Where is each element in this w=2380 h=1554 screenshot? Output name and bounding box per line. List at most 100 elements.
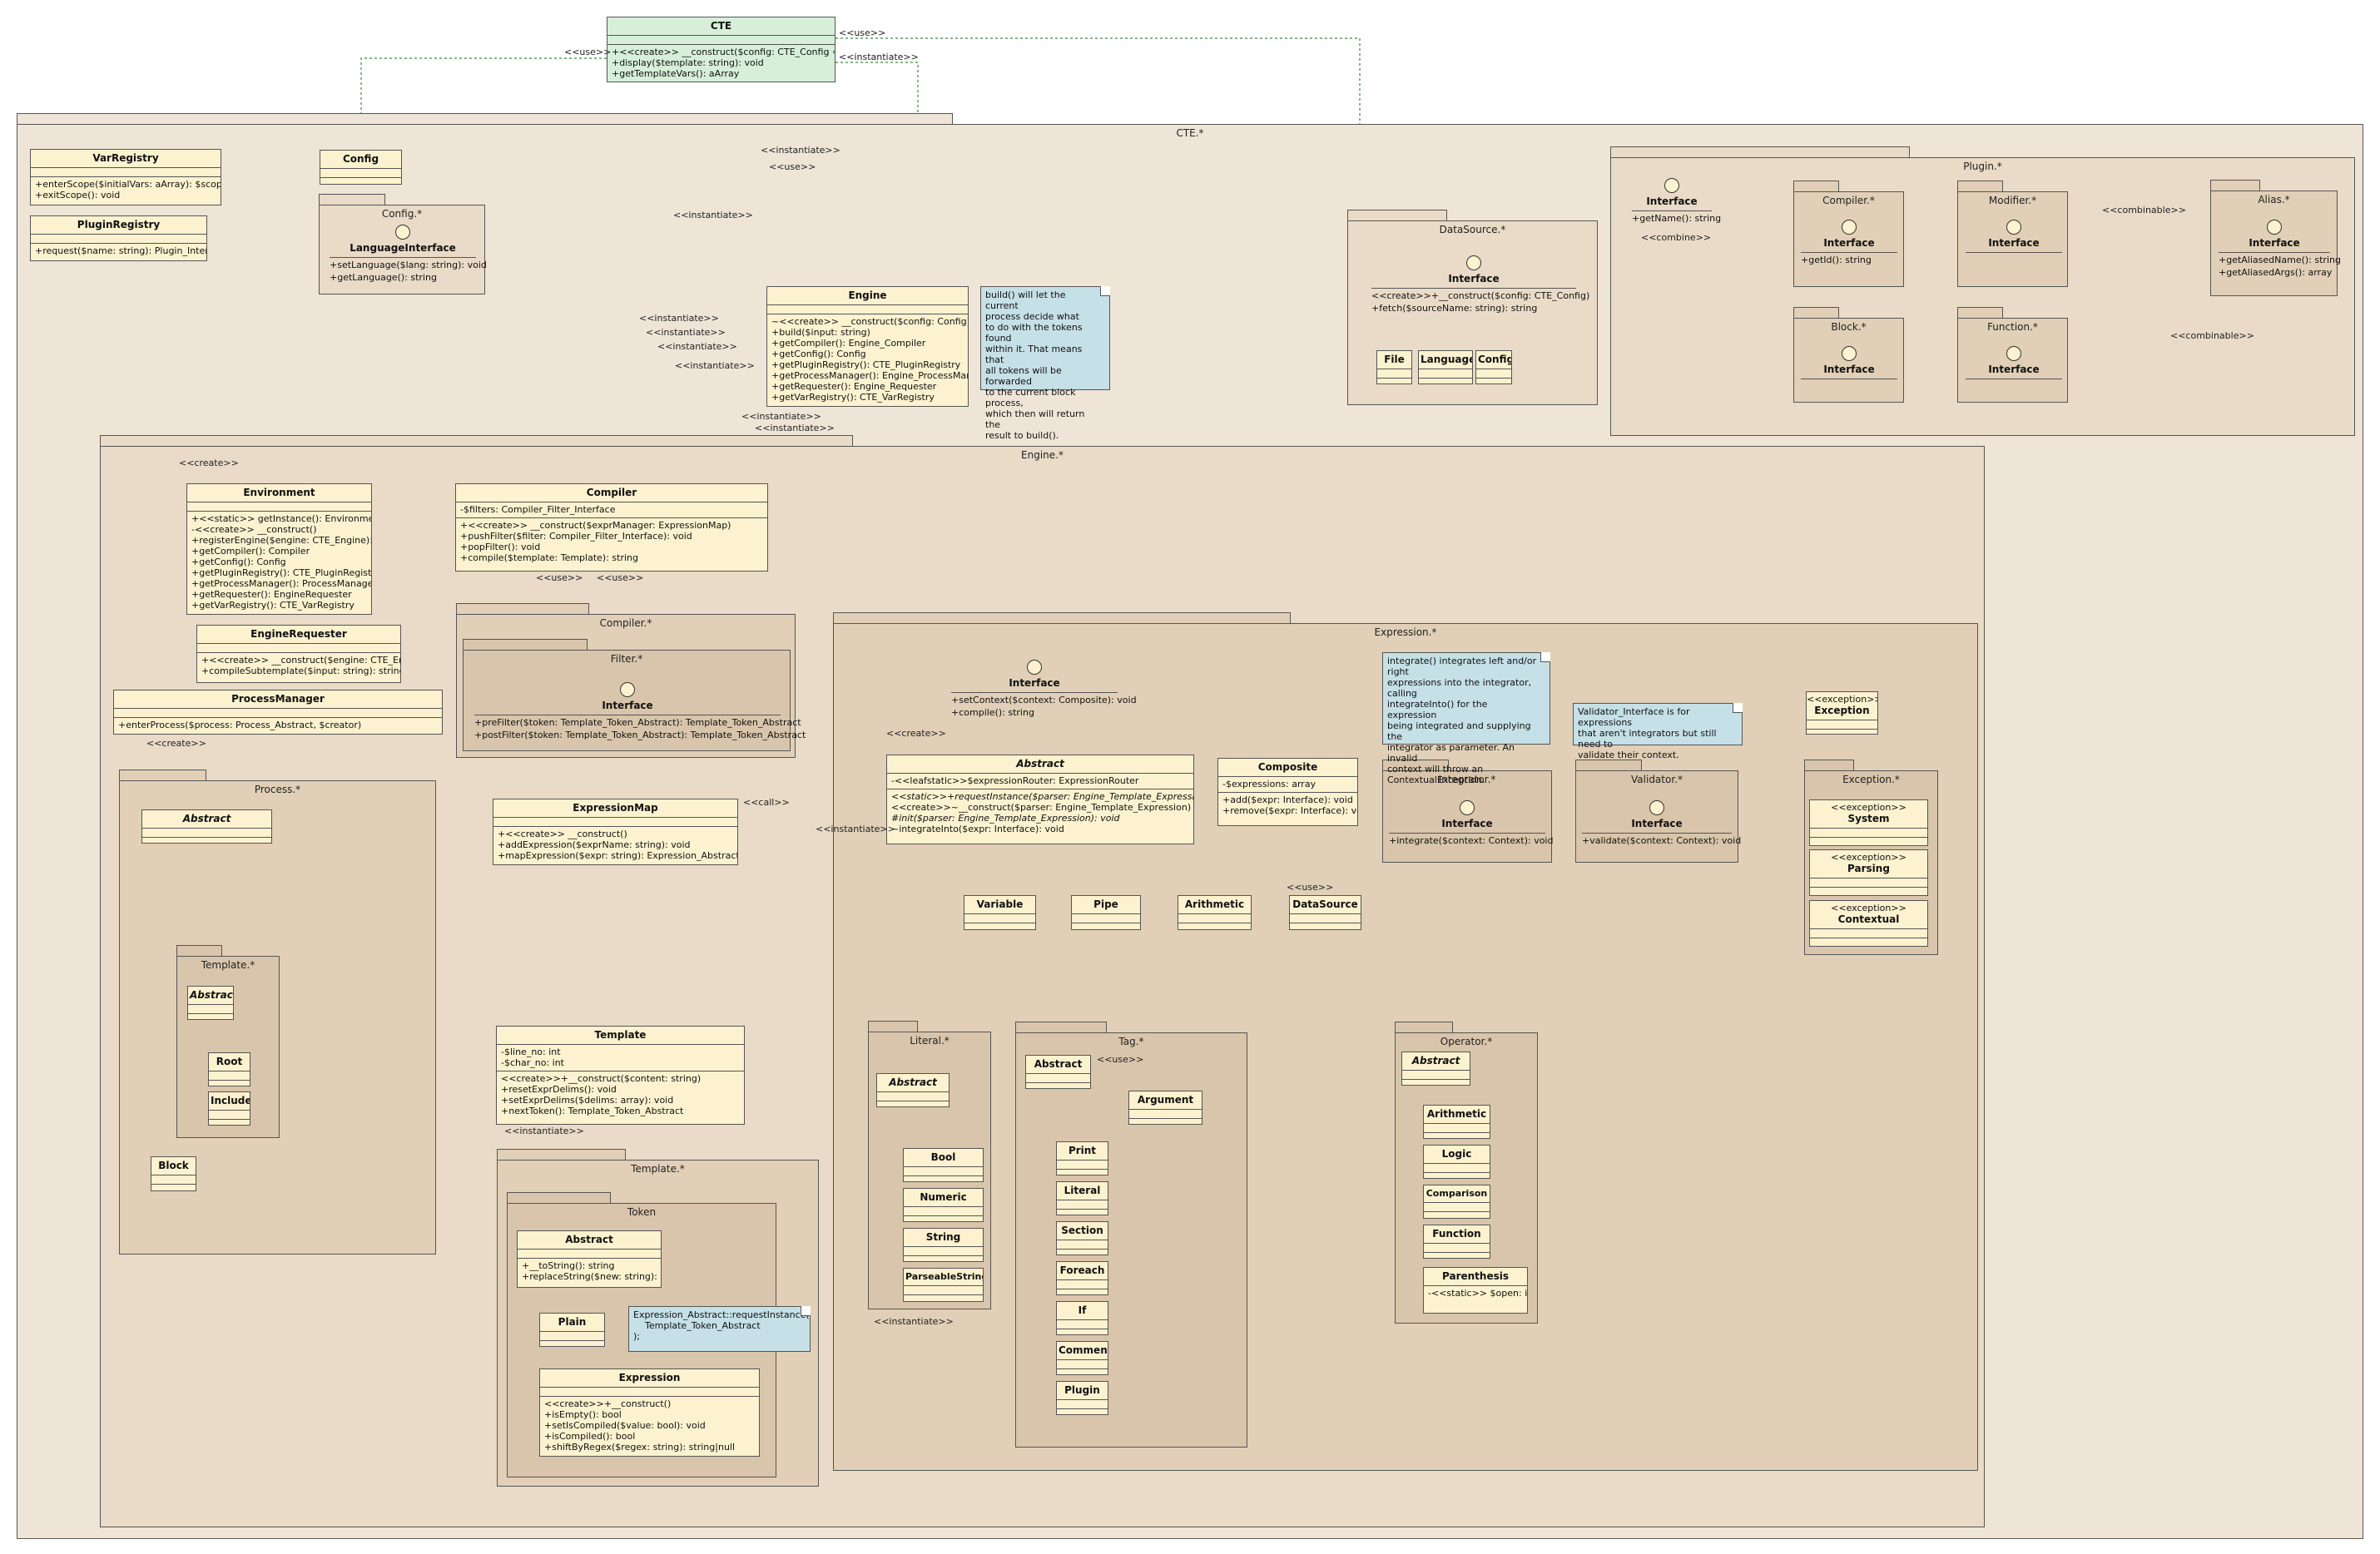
plugin-compiler-interface[interactable]: Interface +getId(): string	[1801, 220, 1897, 265]
expressionmap-class[interactable]: ExpressionMap +<<create>> __construct() …	[493, 799, 738, 865]
datasource-interface[interactable]: Interface <<create>>+__construct($config…	[1371, 255, 1589, 314]
plugin-interface[interactable]: Interface +getName(): string	[1632, 178, 1721, 224]
interface-lollipop-icon	[1664, 178, 1679, 193]
interface-lollipop-icon	[1649, 800, 1664, 815]
create-label: <<create>>	[146, 738, 206, 749]
integrate-note: integrate() integrates left and/or right…	[1382, 652, 1550, 785]
instantiate-label: <<instantiate>>	[646, 327, 726, 338]
tag-argument-class[interactable]: Argument	[1128, 1091, 1202, 1125]
literal-parseablestring-class[interactable]: ParseableString	[903, 1268, 984, 1302]
tag-if-class[interactable]: If	[1056, 1301, 1108, 1335]
varregistry-class[interactable]: VarRegistry +enterScope($initialVars: aA…	[30, 149, 221, 205]
tag-print-class[interactable]: Print	[1056, 1141, 1108, 1175]
block-class[interactable]: Block	[151, 1156, 196, 1191]
instantiate-label: <<instantiate>>	[673, 210, 753, 220]
process-template-root-class[interactable]: Root	[208, 1052, 250, 1086]
enginerequester-class[interactable]: EngineRequester +<<create>> __construct(…	[196, 625, 401, 683]
tag-foreach-class[interactable]: Foreach	[1056, 1261, 1108, 1295]
cte-operations: +<<create>> __construct($config: CTE_Con…	[612, 47, 835, 79]
use-label: <<use>>	[536, 572, 583, 583]
interface-lollipop-icon	[1460, 800, 1475, 815]
arithmetic-class[interactable]: Arithmetic	[1178, 895, 1252, 930]
exception-contextual-class[interactable]: <<exception>> Contextual	[1809, 900, 1928, 947]
request-instance-note: Expression_Abstract::requestInstance( Te…	[628, 1306, 811, 1352]
package-config: Config.*	[319, 194, 485, 294]
validator-interface[interactable]: Interface +validate($context: Context): …	[1582, 800, 1741, 846]
composite-class[interactable]: Composite -$expressions: array +add($exp…	[1217, 758, 1358, 826]
tag-plugin-class[interactable]: Plugin	[1056, 1381, 1108, 1415]
validator-note: Validator_Interface is for expressions t…	[1573, 703, 1743, 760]
use-label: <<use>>	[1287, 882, 1334, 893]
tag-literal-class[interactable]: Literal	[1056, 1181, 1108, 1215]
process-template-abstract-class[interactable]: Abstract	[187, 986, 234, 1020]
variable-class[interactable]: Variable	[964, 895, 1036, 930]
literal-bool-class[interactable]: Bool	[903, 1148, 984, 1182]
interface-lollipop-icon	[2267, 220, 2282, 235]
tag-comment-class[interactable]: Comment	[1056, 1341, 1108, 1375]
process-abstract-class[interactable]: Abstract	[141, 809, 272, 844]
plugin-function-interface[interactable]: Interface	[1966, 346, 2062, 392]
create-label: <<create>>	[886, 728, 946, 739]
combine-label: <<combine>>	[1641, 232, 1712, 243]
cte-class[interactable]: CTE +<<create>> __construct($config: CTE…	[607, 17, 835, 82]
datasource-class[interactable]: DataSource	[1289, 895, 1361, 930]
compiler-class[interactable]: Compiler -$filters: Compiler_Filter_Inte…	[455, 483, 768, 572]
template-class[interactable]: Template -$line_no: int -$char_no: int <…	[496, 1026, 745, 1125]
package-validator: Validator.*	[1575, 760, 1738, 863]
token-plain-class[interactable]: Plain	[539, 1313, 605, 1347]
use-label: <<use>>	[1097, 1054, 1144, 1065]
tag-abstract-class[interactable]: Abstract	[1025, 1055, 1091, 1089]
operator-comparison-class[interactable]: Comparison	[1423, 1185, 1490, 1219]
create-label: <<create>>	[179, 458, 239, 468]
combinable-label: <<combinable>>	[2102, 205, 2186, 215]
use-label: <<use>>	[839, 27, 886, 38]
tag-section-class[interactable]: Section	[1056, 1221, 1108, 1255]
datasource-file-class[interactable]: File	[1376, 350, 1412, 384]
literal-string-class[interactable]: String	[903, 1228, 984, 1262]
expression-interface[interactable]: Interface +setContext($context: Composit…	[951, 660, 1137, 718]
config-class[interactable]: Config	[320, 150, 402, 185]
exception-parsing-class[interactable]: <<exception>> Parsing	[1809, 849, 1928, 896]
pipe-class[interactable]: Pipe	[1071, 895, 1141, 930]
environment-class[interactable]: Environment +<<static>> getInstance(): E…	[186, 483, 372, 615]
engine-class[interactable]: Engine ~<<create>> __construct($config: …	[766, 286, 969, 407]
datasource-language-class[interactable]: Language	[1418, 350, 1473, 384]
expression-abstract-class[interactable]: Abstract -<<leafstatic>>$expressionRoute…	[886, 755, 1194, 844]
instantiate-label: <<instantiate>>	[504, 1126, 584, 1136]
literal-abstract-class[interactable]: Abstract	[876, 1073, 950, 1107]
interface-lollipop-icon	[2006, 346, 2021, 361]
processmanager-class[interactable]: ProcessManager +enterProcess($process: P…	[113, 690, 443, 735]
operator-logic-class[interactable]: Logic	[1423, 1145, 1490, 1179]
package-filter: Filter.*	[463, 639, 791, 751]
interface-lollipop-icon	[395, 225, 410, 240]
interface-lollipop-icon	[1027, 660, 1042, 675]
combinable-label-2: <<combinable>>	[2170, 330, 2254, 341]
filter-interface[interactable]: Interface +preFilter($token: Template_To…	[474, 682, 806, 740]
token-expression-class[interactable]: Expression <<create>>+__construct() +isE…	[539, 1368, 760, 1457]
datasource-config-class[interactable]: Config	[1475, 350, 1512, 384]
plugin-alias-interface[interactable]: Interface +getAliasedName(): string +get…	[2219, 220, 2341, 278]
operator-arithmetic-class[interactable]: Arithmetic	[1423, 1105, 1490, 1139]
call-label: <<call>>	[743, 797, 790, 808]
operator-function-class[interactable]: Function	[1423, 1225, 1490, 1259]
token-abstract-class[interactable]: Abstract +__toString(): string +replaceS…	[517, 1230, 662, 1288]
instantiate-label: <<instantiate>>	[741, 411, 821, 422]
interface-lollipop-icon	[620, 682, 635, 697]
instantiate-label: <<instantiate>>	[755, 423, 835, 433]
exception-class[interactable]: <<exception>> Exception	[1806, 691, 1878, 735]
plugin-modifier-interface[interactable]: Interface	[1966, 220, 2062, 265]
plugin-block-interface[interactable]: Interface	[1801, 346, 1897, 392]
engine-build-note: build() will let the current process dec…	[980, 286, 1110, 441]
process-template-include-class[interactable]: Include	[208, 1091, 250, 1126]
exception-system-class[interactable]: <<exception>> System	[1809, 799, 1928, 846]
instantiate-label: <<instantiate>>	[761, 145, 840, 156]
operator-parenthesis-class[interactable]: Parenthesis -<<static>> $open: int	[1423, 1267, 1528, 1314]
integrator-interface[interactable]: Interface +integrate($context: Context):…	[1389, 800, 1553, 846]
operator-abstract-class[interactable]: Abstract	[1401, 1052, 1470, 1086]
instantiate-label: <<instantiate>>	[675, 360, 755, 371]
use-label: <<use>>	[597, 572, 644, 583]
pluginregistry-class[interactable]: PluginRegistry +request($name: string): …	[30, 215, 207, 261]
language-interface[interactable]: LanguageInterface +setLanguage($lang: st…	[330, 225, 487, 283]
use-label: <<use>>	[769, 161, 816, 172]
literal-numeric-class[interactable]: Numeric	[903, 1188, 984, 1222]
